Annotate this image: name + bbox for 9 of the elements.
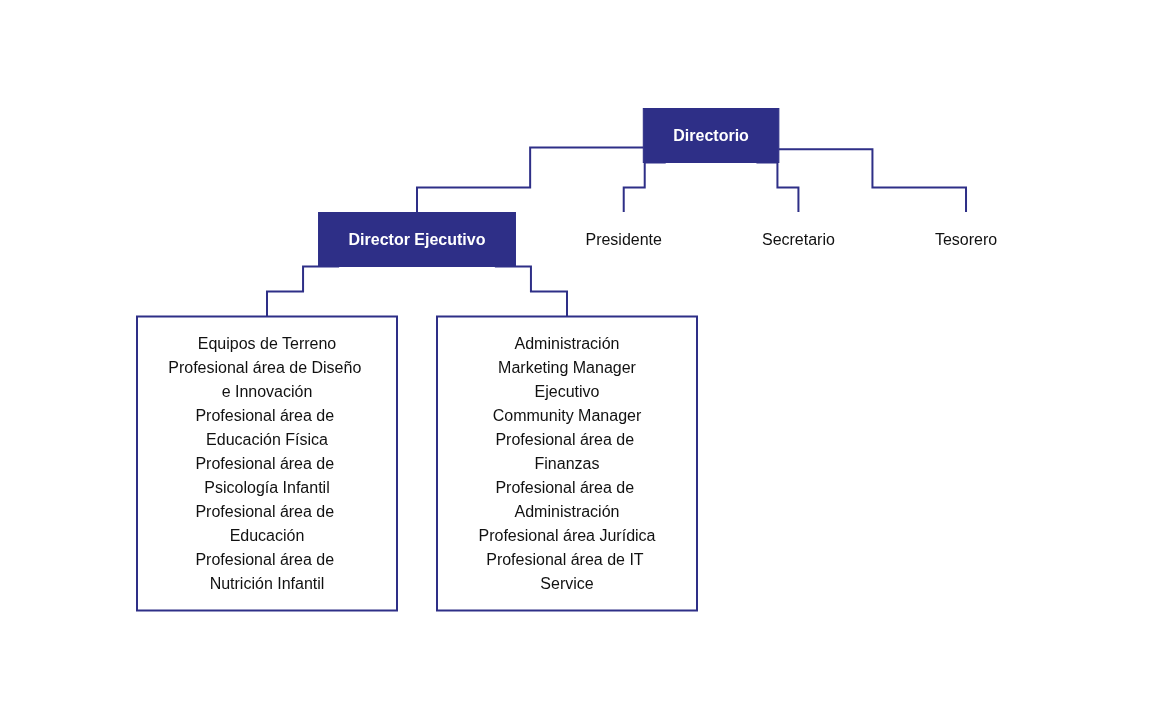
node-box: Director Ejecutivo <box>318 212 517 267</box>
node-text: Tesorero <box>935 230 998 248</box>
node-text: Presidente <box>585 230 663 248</box>
node-box: Equipos de Terreno Profesional área de Diseño e Innovación Profesional área de Educación Física Profesional área de Psicología Infantil Profesional área de Educación Profesional área de Nutrición Infantil <box>136 315 399 612</box>
node-text: Secretario <box>762 230 836 248</box>
connector <box>778 148 968 214</box>
node-box: Administración Marketing Manager Ejecutivo Community Manager Profesional área de Finanzas Profesional área de Administración Profesional área Jurídica Profesional área de IT Service <box>436 315 699 612</box>
connector <box>416 146 645 214</box>
node-box: Directorio <box>643 108 780 163</box>
